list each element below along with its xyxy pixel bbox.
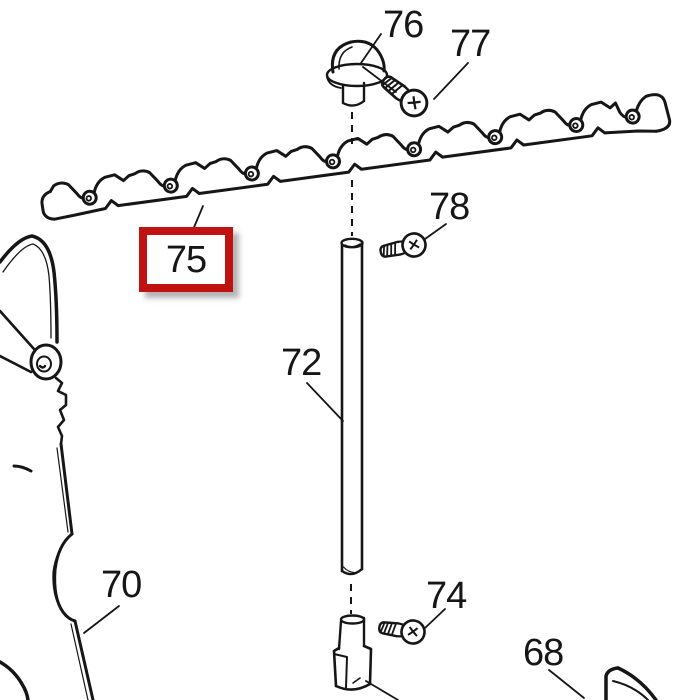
leader-coupler (365, 680, 399, 700)
side-panel-70-drawing (0, 234, 95, 700)
leader-74 (424, 608, 446, 629)
part-label-72[interactable]: 72 (281, 342, 322, 384)
leader-76 (360, 33, 382, 64)
fin-bracket-68-drawing (604, 666, 658, 700)
leader-78 (424, 223, 447, 240)
leader-76-screw (362, 66, 397, 93)
coupler-drawing (332, 614, 373, 691)
highlight-box[interactable]: 75 (139, 227, 233, 292)
leader-70 (83, 605, 120, 634)
part-label-77[interactable]: 77 (450, 23, 491, 65)
assembly-axis-dashed-line (350, 112, 353, 614)
part-label-68[interactable]: 68 (523, 632, 564, 674)
part-label-78[interactable]: 78 (429, 186, 470, 228)
leader-lines (83, 33, 585, 700)
screw-77-drawing (374, 67, 434, 123)
screw-74-drawing (376, 614, 428, 647)
tube-rod-72-drawing (340, 237, 364, 576)
leader-77 (433, 62, 469, 100)
leader-68 (548, 669, 585, 699)
cap-fitting-76-drawing (325, 39, 389, 107)
part-label-76[interactable]: 76 (383, 4, 424, 46)
screw-78-drawing (377, 230, 429, 265)
part-label-70[interactable]: 70 (101, 564, 142, 606)
leader-72 (306, 382, 344, 422)
part-label-75[interactable]: 75 (165, 238, 207, 281)
part-label-74[interactable]: 74 (426, 575, 467, 617)
guide-rail-75-drawing (40, 93, 672, 221)
